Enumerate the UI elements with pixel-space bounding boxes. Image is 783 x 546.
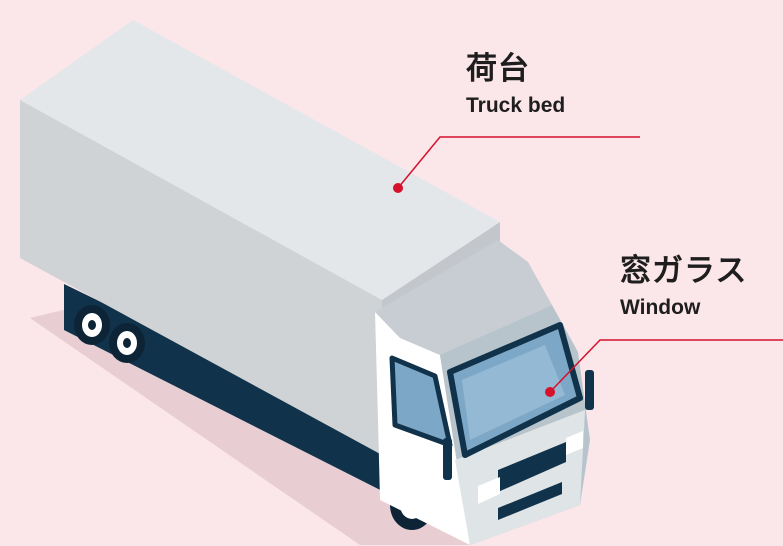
mirror-left (443, 438, 452, 480)
grille (498, 442, 566, 492)
cargo-top (20, 20, 500, 300)
rear-wheel-1 (74, 305, 110, 345)
leader-line-truck-bed (397, 136, 640, 189)
label-window-en: Window (620, 296, 701, 320)
leader-dot-truck-bed (393, 183, 403, 193)
cab-roof (375, 240, 552, 355)
windshield-highlight (462, 345, 565, 440)
label-window-ja: 窓ガラス (620, 253, 748, 289)
chassis (64, 284, 410, 505)
label-window: 窓ガラス Window (620, 254, 747, 320)
headlight-left (478, 477, 500, 504)
label-truck-bed: 荷台 Truck bed (466, 52, 565, 118)
headlight-right (566, 431, 583, 455)
rear-wheel-2 (109, 323, 145, 363)
label-truck-bed-en: Truck bed (466, 94, 566, 118)
label-truck-bed-ja: 荷台 (466, 51, 530, 87)
leader-line-window (549, 339, 783, 393)
leader-dot-window (545, 387, 555, 397)
mirror-right (585, 370, 594, 410)
cargo-side (20, 100, 382, 455)
bumper-slot (498, 482, 562, 520)
